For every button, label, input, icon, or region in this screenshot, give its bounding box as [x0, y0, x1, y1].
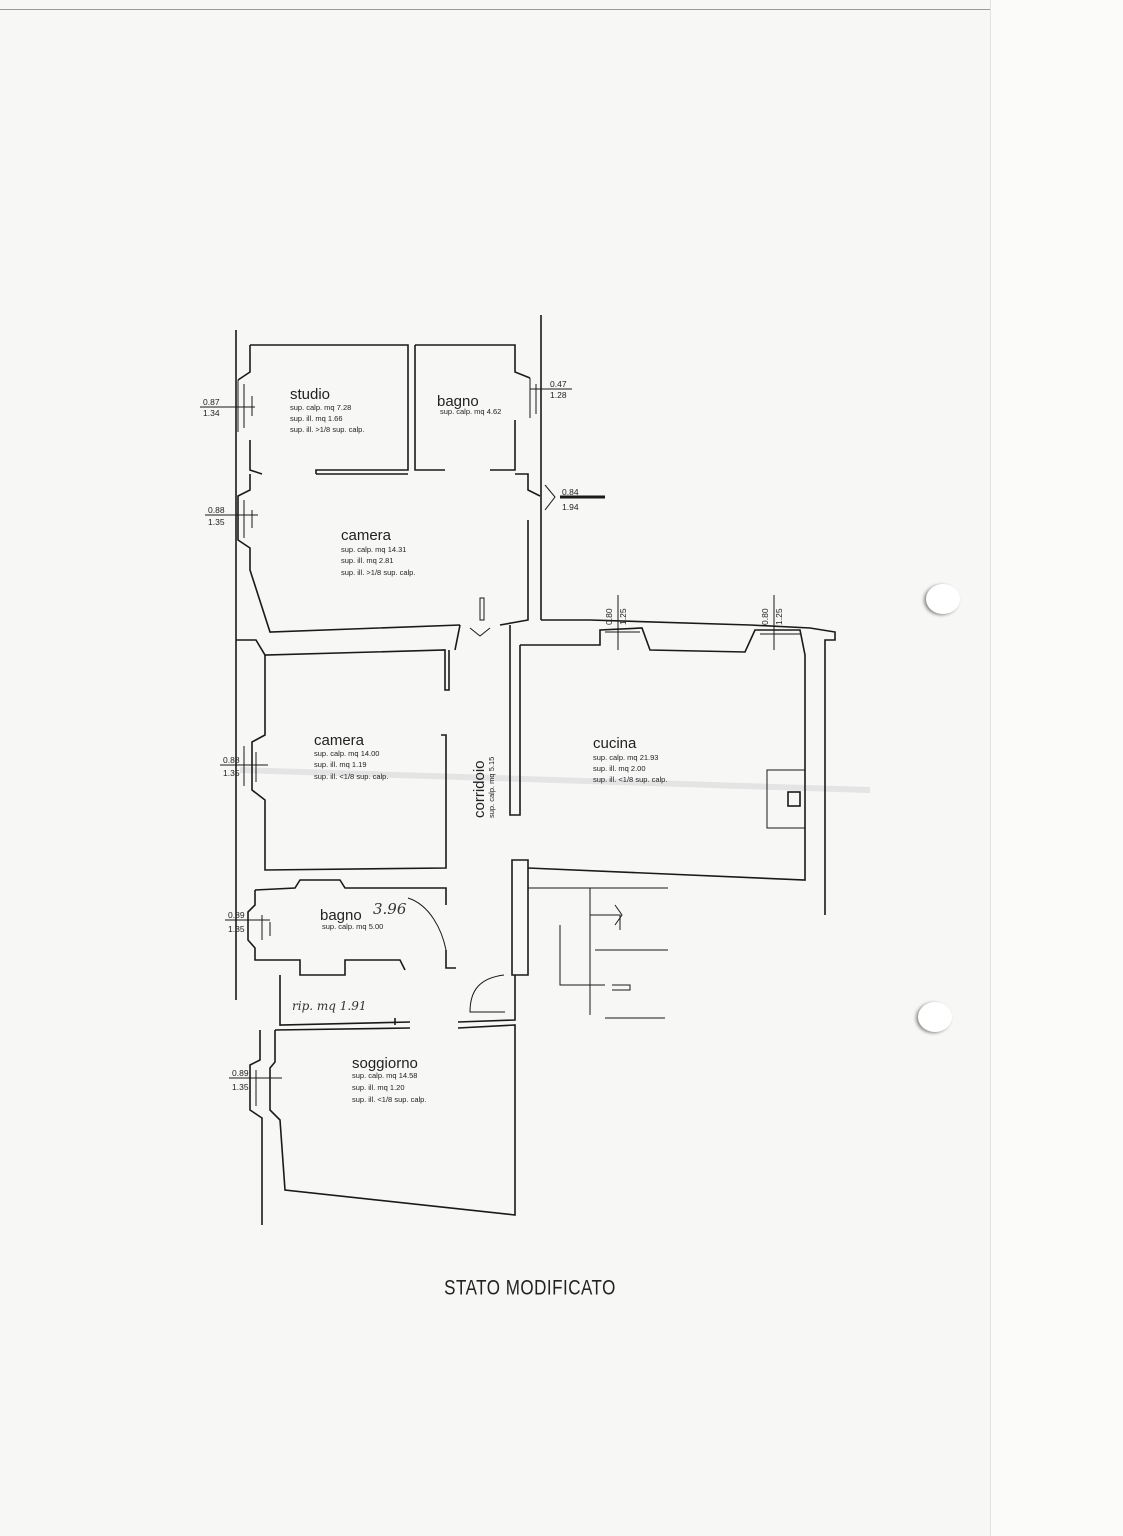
svg-text:sup. calp. mq 14.58: sup. calp. mq 14.58 — [352, 1071, 417, 1080]
window-dim-entrance: 0.84 1.94 — [562, 487, 579, 512]
room-camera-mid-walls — [235, 639, 450, 1000]
svg-text:1.35: 1.35 — [232, 1082, 249, 1092]
window-dim-camera-mid: 0.88 1.35 — [220, 755, 268, 778]
drawing-title: STATO MODIFICATO — [444, 1275, 616, 1300]
window-dim-studio: 0.87 1.34 — [200, 397, 255, 418]
svg-text:soggiorno: soggiorno — [352, 1055, 418, 1072]
scan-noise — [239, 767, 871, 793]
svg-text:sup. calp. mq 21.93: sup. calp. mq 21.93 — [593, 753, 658, 762]
room-studio-walls — [235, 330, 409, 475]
svg-text:1.25: 1.25 — [618, 608, 628, 625]
svg-text:sup. ill. mq 2.81: sup. ill. mq 2.81 — [341, 556, 394, 565]
window-dim-cucina-1: 0.80 1.25 — [604, 608, 628, 625]
svg-text:1.28: 1.28 — [550, 390, 567, 400]
svg-text:0.47: 0.47 — [550, 379, 567, 389]
svg-text:sup. calp. mq 14.31: sup. calp. mq 14.31 — [341, 545, 406, 554]
svg-text:0.84: 0.84 — [562, 487, 579, 497]
punch-hole-icon — [918, 1002, 952, 1032]
svg-text:1.34: 1.34 — [203, 408, 220, 418]
svg-text:sup. calp. mq 7.28: sup. calp. mq 7.28 — [290, 403, 351, 412]
window-dim-bagno-bottom: 0.89 1.35 — [225, 910, 270, 934]
svg-text:cucina: cucina — [593, 735, 637, 752]
svg-text:1.35: 1.35 — [208, 517, 225, 527]
svg-text:sup. ill. <1/8 sup. calp.: sup. ill. <1/8 sup. calp. — [314, 772, 388, 781]
window-dim-cucina-2: 0.80 1.25 — [760, 608, 784, 625]
punch-hole-icon — [926, 584, 960, 614]
svg-text:sup. ill. >1/8 sup. calp.: sup. ill. >1/8 sup. calp. — [290, 425, 364, 434]
svg-text:sup. ill. mq 2.00: sup. ill. mq 2.00 — [593, 764, 646, 773]
svg-text:1.25: 1.25 — [774, 608, 784, 625]
svg-text:0.80: 0.80 — [604, 608, 614, 625]
svg-text:0.89: 0.89 — [232, 1068, 249, 1078]
svg-text:1.94: 1.94 — [562, 502, 579, 512]
svg-text:sup. calp. mq 5.15: sup. calp. mq 5.15 — [487, 757, 496, 818]
svg-text:sup. calp. mq 5.00: sup. calp. mq 5.00 — [322, 922, 383, 931]
room-bagno-top-walls — [414, 315, 542, 620]
room-soggiorno-walls — [249, 1024, 516, 1225]
room-camera-top-walls — [235, 470, 541, 640]
svg-text:sup. ill. mq 1.19: sup. ill. mq 1.19 — [314, 760, 367, 769]
label-ripostiglio: rip. mq 1.91 — [292, 999, 366, 1013]
svg-text:sup. ill. <1/8 sup. calp.: sup. ill. <1/8 sup. calp. — [593, 775, 667, 784]
svg-text:sup. ill. mq 1.66: sup. ill. mq 1.66 — [290, 414, 343, 423]
svg-text:sup. calp. mq 4.62: sup. calp. mq 4.62 — [440, 407, 501, 416]
room-cucina-walls — [520, 619, 836, 915]
svg-text:corridoio: corridoio — [471, 760, 488, 818]
label-camera-mid: camera sup. calp. mq 14.00 sup. ill. mq … — [314, 732, 388, 781]
room-ripostiglio-walls — [279, 975, 516, 1026]
label-studio: studio sup. calp. mq 7.28 sup. ill. mq 1… — [290, 386, 364, 434]
label-soggiorno: soggiorno sup. calp. mq 14.58 sup. ill. … — [352, 1055, 426, 1104]
label-bagno-top: bagno sup. calp. mq 4.62 — [437, 393, 501, 416]
svg-text:camera: camera — [314, 732, 365, 749]
svg-text:camera: camera — [341, 527, 392, 544]
svg-text:0.80: 0.80 — [760, 608, 770, 625]
svg-text:bagno: bagno — [437, 393, 479, 410]
svg-text:sup. ill. mq 1.20: sup. ill. mq 1.20 — [352, 1083, 405, 1092]
svg-text:sup. calp. mq 14.00: sup. calp. mq 14.00 — [314, 749, 379, 758]
svg-text:3.96: 3.96 — [373, 900, 407, 918]
svg-text:1.35: 1.35 — [228, 924, 245, 934]
label-cucina: cucina sup. calp. mq 21.93 sup. ill. mq … — [593, 735, 667, 784]
paper-edge — [990, 0, 1123, 1536]
entrance-arrow-icon — [544, 484, 605, 511]
svg-text:1.35: 1.35 — [223, 768, 240, 778]
window-dim-bagno-top: 0.47 1.28 — [530, 379, 572, 400]
label-camera-top: camera sup. calp. mq 14.31 sup. ill. mq … — [341, 527, 415, 577]
svg-text:0.88: 0.88 — [223, 755, 240, 765]
svg-text:0.89: 0.89 — [228, 910, 245, 920]
svg-text:sup. ill. <1/8 sup. calp.: sup. ill. <1/8 sup. calp. — [352, 1095, 426, 1104]
room-corridoio-walls — [454, 619, 590, 816]
label-corridoio: corridoio sup. calp. mq 5.15 — [471, 757, 496, 818]
svg-text:0.88: 0.88 — [208, 505, 225, 515]
svg-text:rip. mq 1.91: rip. mq 1.91 — [292, 999, 366, 1013]
window-dim-soggiorno: 0.89 1.35 — [229, 1068, 282, 1092]
svg-text:0.87: 0.87 — [203, 397, 220, 407]
svg-text:sup. ill. >1/8 sup. calp.: sup. ill. >1/8 sup. calp. — [341, 568, 415, 577]
svg-text:studio: studio — [290, 386, 330, 403]
room-bagno-bottom-walls — [247, 879, 505, 1013]
svg-text:bagno: bagno — [320, 907, 362, 924]
stairwell — [511, 859, 668, 1019]
window-dim-camera-top: 0.88 1.35 — [205, 505, 258, 527]
label-bagno-bottom: bagno sup. calp. mq 5.00 3.96 — [320, 900, 407, 931]
paper-top-edge — [0, 9, 990, 10]
